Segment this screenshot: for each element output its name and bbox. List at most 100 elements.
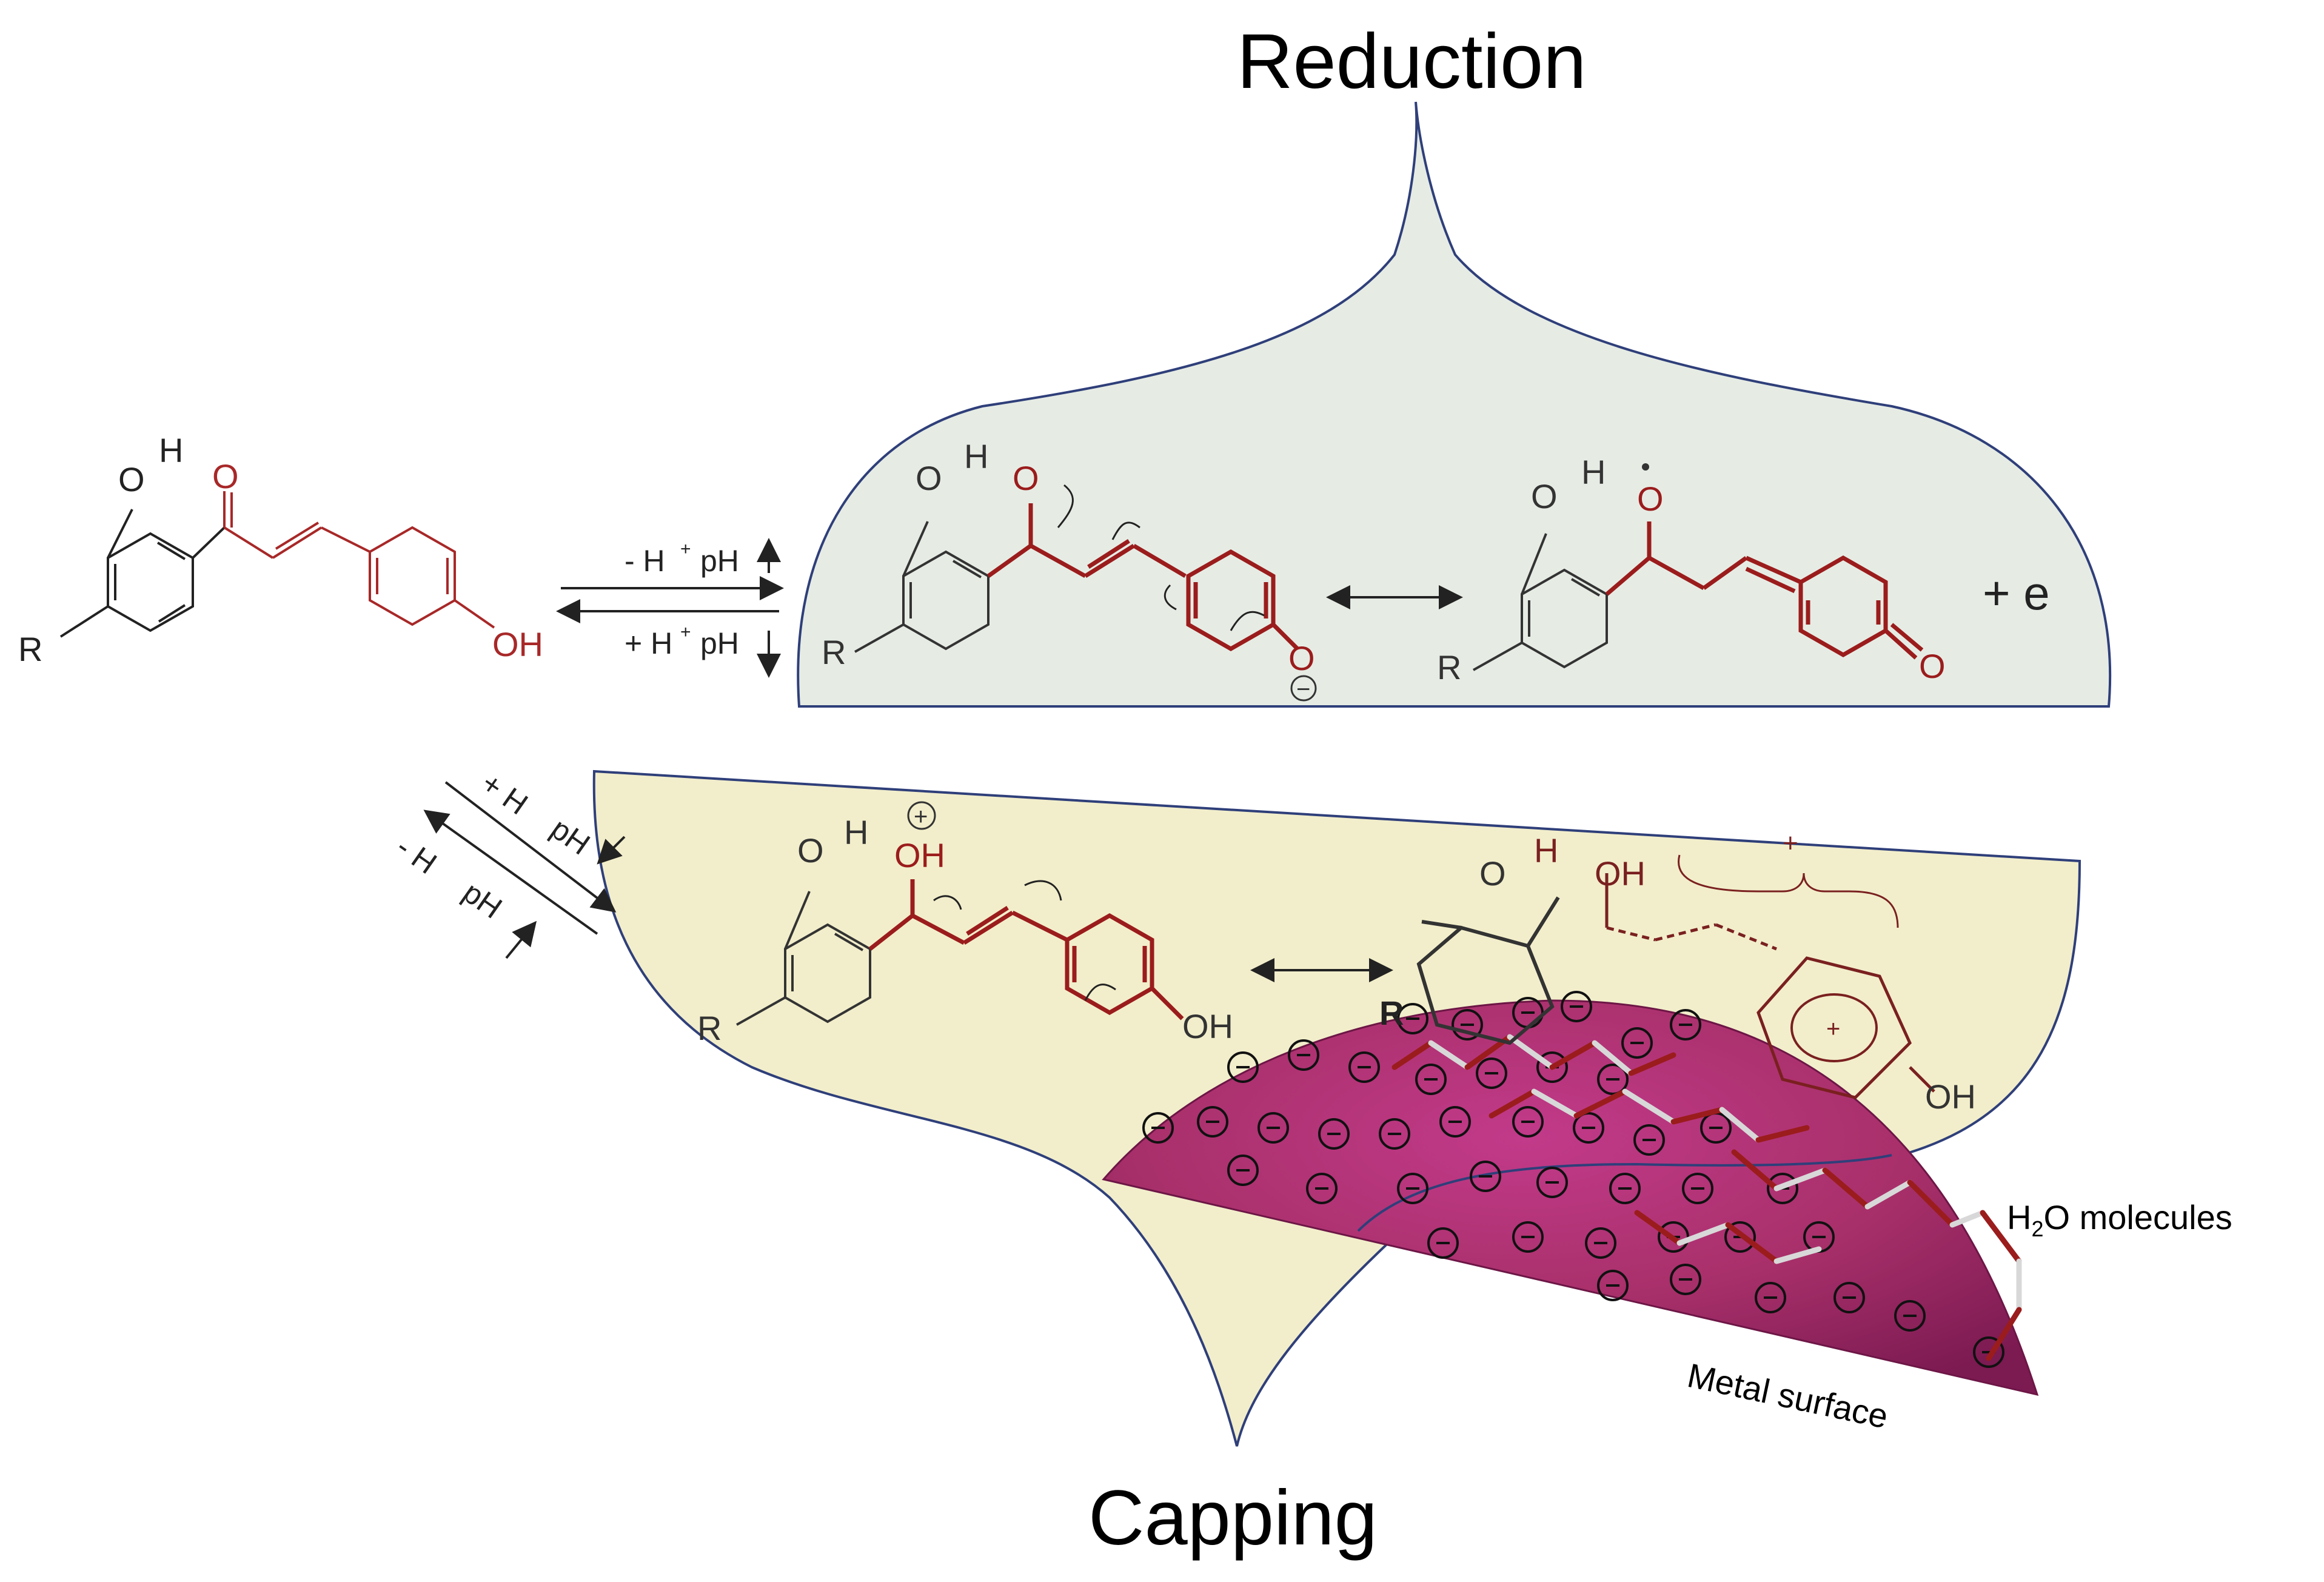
negative-charge-icon (1318, 1118, 1350, 1150)
negative-charge-icon (1767, 1173, 1798, 1204)
chalcone-neutral (59, 491, 495, 638)
diag-protonate-ph: pH (545, 811, 596, 862)
water-bond (1986, 1307, 2022, 1361)
negative-charge-icon (1227, 1051, 1259, 1083)
negative-charge-icon (1427, 1227, 1459, 1259)
atom-h-bridge: H (159, 431, 183, 469)
atom-o-phenol-4: O (797, 831, 824, 870)
reduction-title: Reduction (1237, 18, 1587, 105)
atom-oh-terminal-4: OH (1182, 1007, 1233, 1045)
quinone-methide-structure (1473, 521, 1924, 671)
atom-r-2: R (822, 633, 846, 671)
water-molecule-chains (1391, 1034, 2022, 1361)
negative-charge-icon (1585, 1227, 1616, 1259)
water-bond (1864, 1179, 1913, 1210)
negative-charge-icon (1536, 1167, 1568, 1198)
negative-charge-icon (1288, 1039, 1319, 1071)
h2o-subscript: 2 (2031, 1216, 2044, 1242)
phenolate-charge: − (1296, 676, 1310, 703)
atom-r-5: R (1379, 994, 1404, 1032)
phenolate-structure (854, 484, 1299, 653)
negative-charge-icon (1512, 1106, 1544, 1138)
negative-charge-icon (1621, 1027, 1653, 1059)
atom-oh-5: OH (1595, 854, 1646, 893)
water-bond (1949, 1210, 1986, 1228)
atom-o-quinone: O (1919, 647, 1946, 685)
negative-charge-icon (1142, 1112, 1174, 1144)
negative-charge-icon (1512, 1221, 1544, 1253)
atom-oh-protonated: OH (894, 836, 945, 874)
water-bond (1980, 1210, 2022, 1264)
negative-charge-icon (1439, 1106, 1471, 1138)
atom-r-3: R (1437, 648, 1461, 686)
water-bond (1628, 1052, 1676, 1076)
delocalized-charge: + (1783, 828, 1798, 858)
atom-o-phenol-5: O (1479, 854, 1506, 893)
water-bond (1719, 1107, 1761, 1143)
water-bond (1907, 1179, 1955, 1228)
negative-charge-icon (1597, 1270, 1629, 1301)
radical-dot (1642, 463, 1649, 471)
atom-o-phenol: O (118, 460, 145, 498)
negative-charge-icon (1670, 1264, 1701, 1295)
atom-o-phenol-3: O (1531, 477, 1558, 515)
negative-charge-icon (1306, 1173, 1338, 1204)
water-bond (1773, 1246, 1822, 1264)
capping-title: Capping (1088, 1475, 1378, 1561)
h2o-molecules-label: H2O molecules (2007, 1201, 2232, 1240)
negative-charge-icon (1724, 1221, 1756, 1253)
water-bond (1428, 1040, 1470, 1070)
water-bond (1731, 1149, 1780, 1192)
ring-a (107, 532, 194, 632)
water-bond (1822, 1167, 1870, 1210)
atom-oh-terminal-5: OH (1925, 1078, 1976, 1116)
adsorbed-cation-structure (1416, 854, 1935, 1099)
negative-charge-icon (1633, 1124, 1665, 1156)
deprotonate-label: - H (625, 544, 665, 578)
reduction-zone (797, 101, 2112, 708)
water-bond (1592, 1040, 1634, 1076)
atom-o-radical: O (1637, 480, 1664, 518)
deprotonate-sup: + (680, 539, 691, 559)
water-bond (1488, 1088, 1537, 1119)
protonate-sup: + (680, 622, 691, 642)
water-bond (1773, 1167, 1828, 1192)
atom-h-bridge-2: H (964, 437, 988, 475)
negative-charge-icon (1257, 1112, 1289, 1144)
water-bond (1531, 1088, 1579, 1119)
atom-h-bridge-3: H (1581, 453, 1606, 491)
water-bond (1622, 1088, 1676, 1125)
water-bond (1391, 1040, 1434, 1070)
diag-deprotonate-ph: pH (457, 875, 508, 925)
negative-charge-icon (1397, 1003, 1428, 1034)
plus-electron: + e (1983, 566, 2050, 620)
diagonal-equilibrium-arrows-icon (423, 781, 626, 959)
atom-r-left: R (18, 630, 42, 668)
protonate-label: + H (625, 626, 672, 660)
water-bond (1725, 1222, 1780, 1264)
negative-charge-icon (1573, 1112, 1604, 1144)
negative-charge-icon (1973, 1336, 2004, 1368)
ring-b (369, 526, 456, 626)
atom-o-carbonyl-2: O (1013, 459, 1039, 497)
negative-charge-icon (1227, 1155, 1259, 1186)
atom-r-4: R (697, 1009, 722, 1047)
atom-o-phenolate: O (1288, 639, 1315, 677)
negative-charge-icon (1682, 1173, 1713, 1204)
negative-charge-icon (1470, 1161, 1501, 1192)
phenolate-charge-ring (1290, 675, 1317, 702)
atom-h-bridge-4: H (844, 813, 868, 851)
h2o-suffix: O molecules (2043, 1198, 2232, 1236)
water-bond (1676, 1222, 1731, 1246)
water-bond (1549, 1040, 1598, 1070)
oxonium-charge: + (914, 803, 928, 830)
atom-o-carbonyl: O (212, 457, 239, 495)
negative-charge-icon (1197, 1106, 1228, 1138)
diag-deprotonate-label: - H (390, 830, 443, 880)
equilibrium-arrows-icon (556, 576, 784, 623)
water-bond (1755, 1125, 1810, 1143)
atom-oh-terminal: OH (492, 625, 543, 663)
metal-surface-dome (1102, 999, 2039, 1396)
negative-charge-icon (1755, 1282, 1786, 1313)
